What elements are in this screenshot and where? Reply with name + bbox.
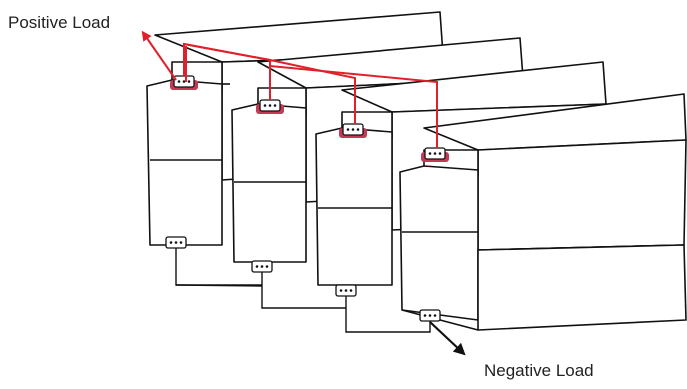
positive-arrow-icon [141, 30, 177, 81]
negative-load-label: Negative Load [484, 361, 594, 380]
positive-wiring [183, 42, 438, 148]
terminal-group-positive [170, 75, 449, 162]
negative-bus [175, 248, 431, 333]
negative-arrow-icon [429, 321, 466, 356]
positive-load-label: Positive Load [8, 13, 111, 32]
battery-unit-4 [399, 93, 687, 331]
terminal-group-negative [165, 236, 441, 322]
